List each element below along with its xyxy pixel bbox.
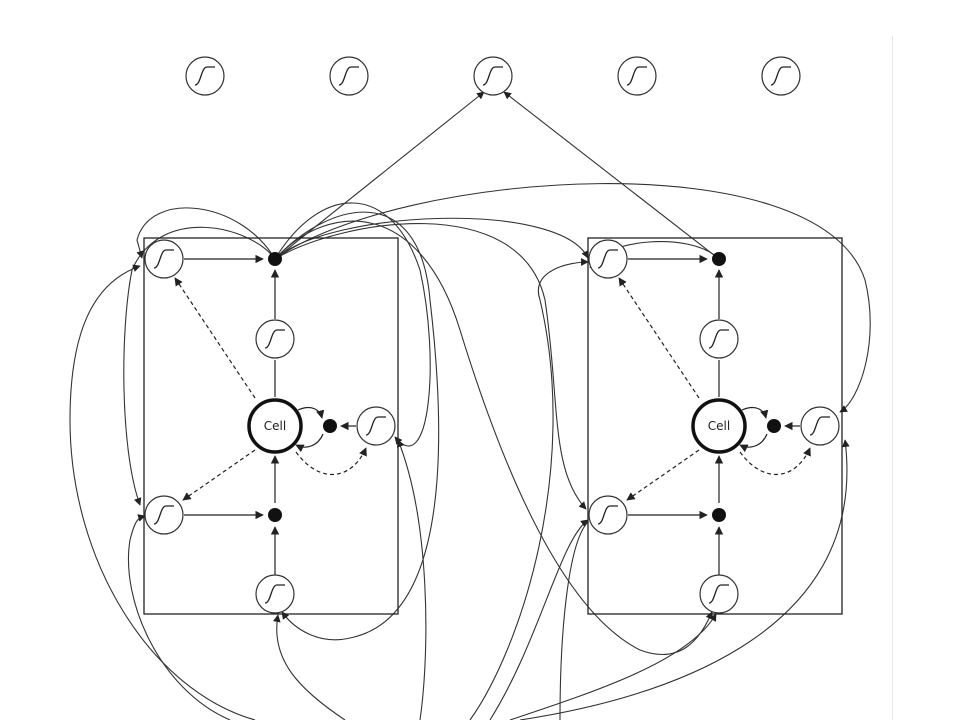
output-unit-5-icon <box>761 56 801 96</box>
block-2-input-gate-icon <box>588 239 628 279</box>
block-2-cell-node <box>691 398 747 454</box>
block-2-cell-input-gate-icon <box>588 495 628 535</box>
block-1-forget-multiply-icon <box>323 419 337 433</box>
block-2-forget-multiply-icon <box>767 419 781 433</box>
memory-block-1: Cell <box>143 237 399 615</box>
block-1-cell-node <box>247 398 303 454</box>
block-2-output-multiply-icon <box>712 252 726 266</box>
block-1-forget-gate-icon <box>356 406 396 446</box>
block-1-input-multiply-icon <box>268 508 282 522</box>
block-2-input-multiply-icon <box>712 508 726 522</box>
output-unit-2-icon <box>329 56 369 96</box>
block-1-cell-label: Cell <box>264 419 286 433</box>
output-unit-3-icon <box>473 56 513 96</box>
block-2-output-gate-icon <box>699 319 739 359</box>
recurrent-connections <box>69 91 871 720</box>
block-1-output-multiply-icon <box>268 252 282 266</box>
page-edge-line <box>892 36 893 720</box>
block-1-input-gate-icon <box>144 239 184 279</box>
output-unit-4-icon <box>617 56 657 96</box>
block-1-frame <box>143 237 399 615</box>
block-1-cell-input-icon <box>255 574 295 614</box>
output-units <box>185 56 801 96</box>
block-2-cell-input-icon <box>699 574 739 614</box>
output-unit-1-icon <box>185 56 225 96</box>
block-1-output-gate-icon <box>255 319 295 359</box>
block-2-cell-label: Cell <box>708 419 730 433</box>
memory-block-2: Cell <box>587 237 843 615</box>
block-2-forget-gate-icon <box>800 406 840 446</box>
block-2-frame <box>587 237 843 615</box>
block-1-cell-input-gate-icon <box>144 495 184 535</box>
